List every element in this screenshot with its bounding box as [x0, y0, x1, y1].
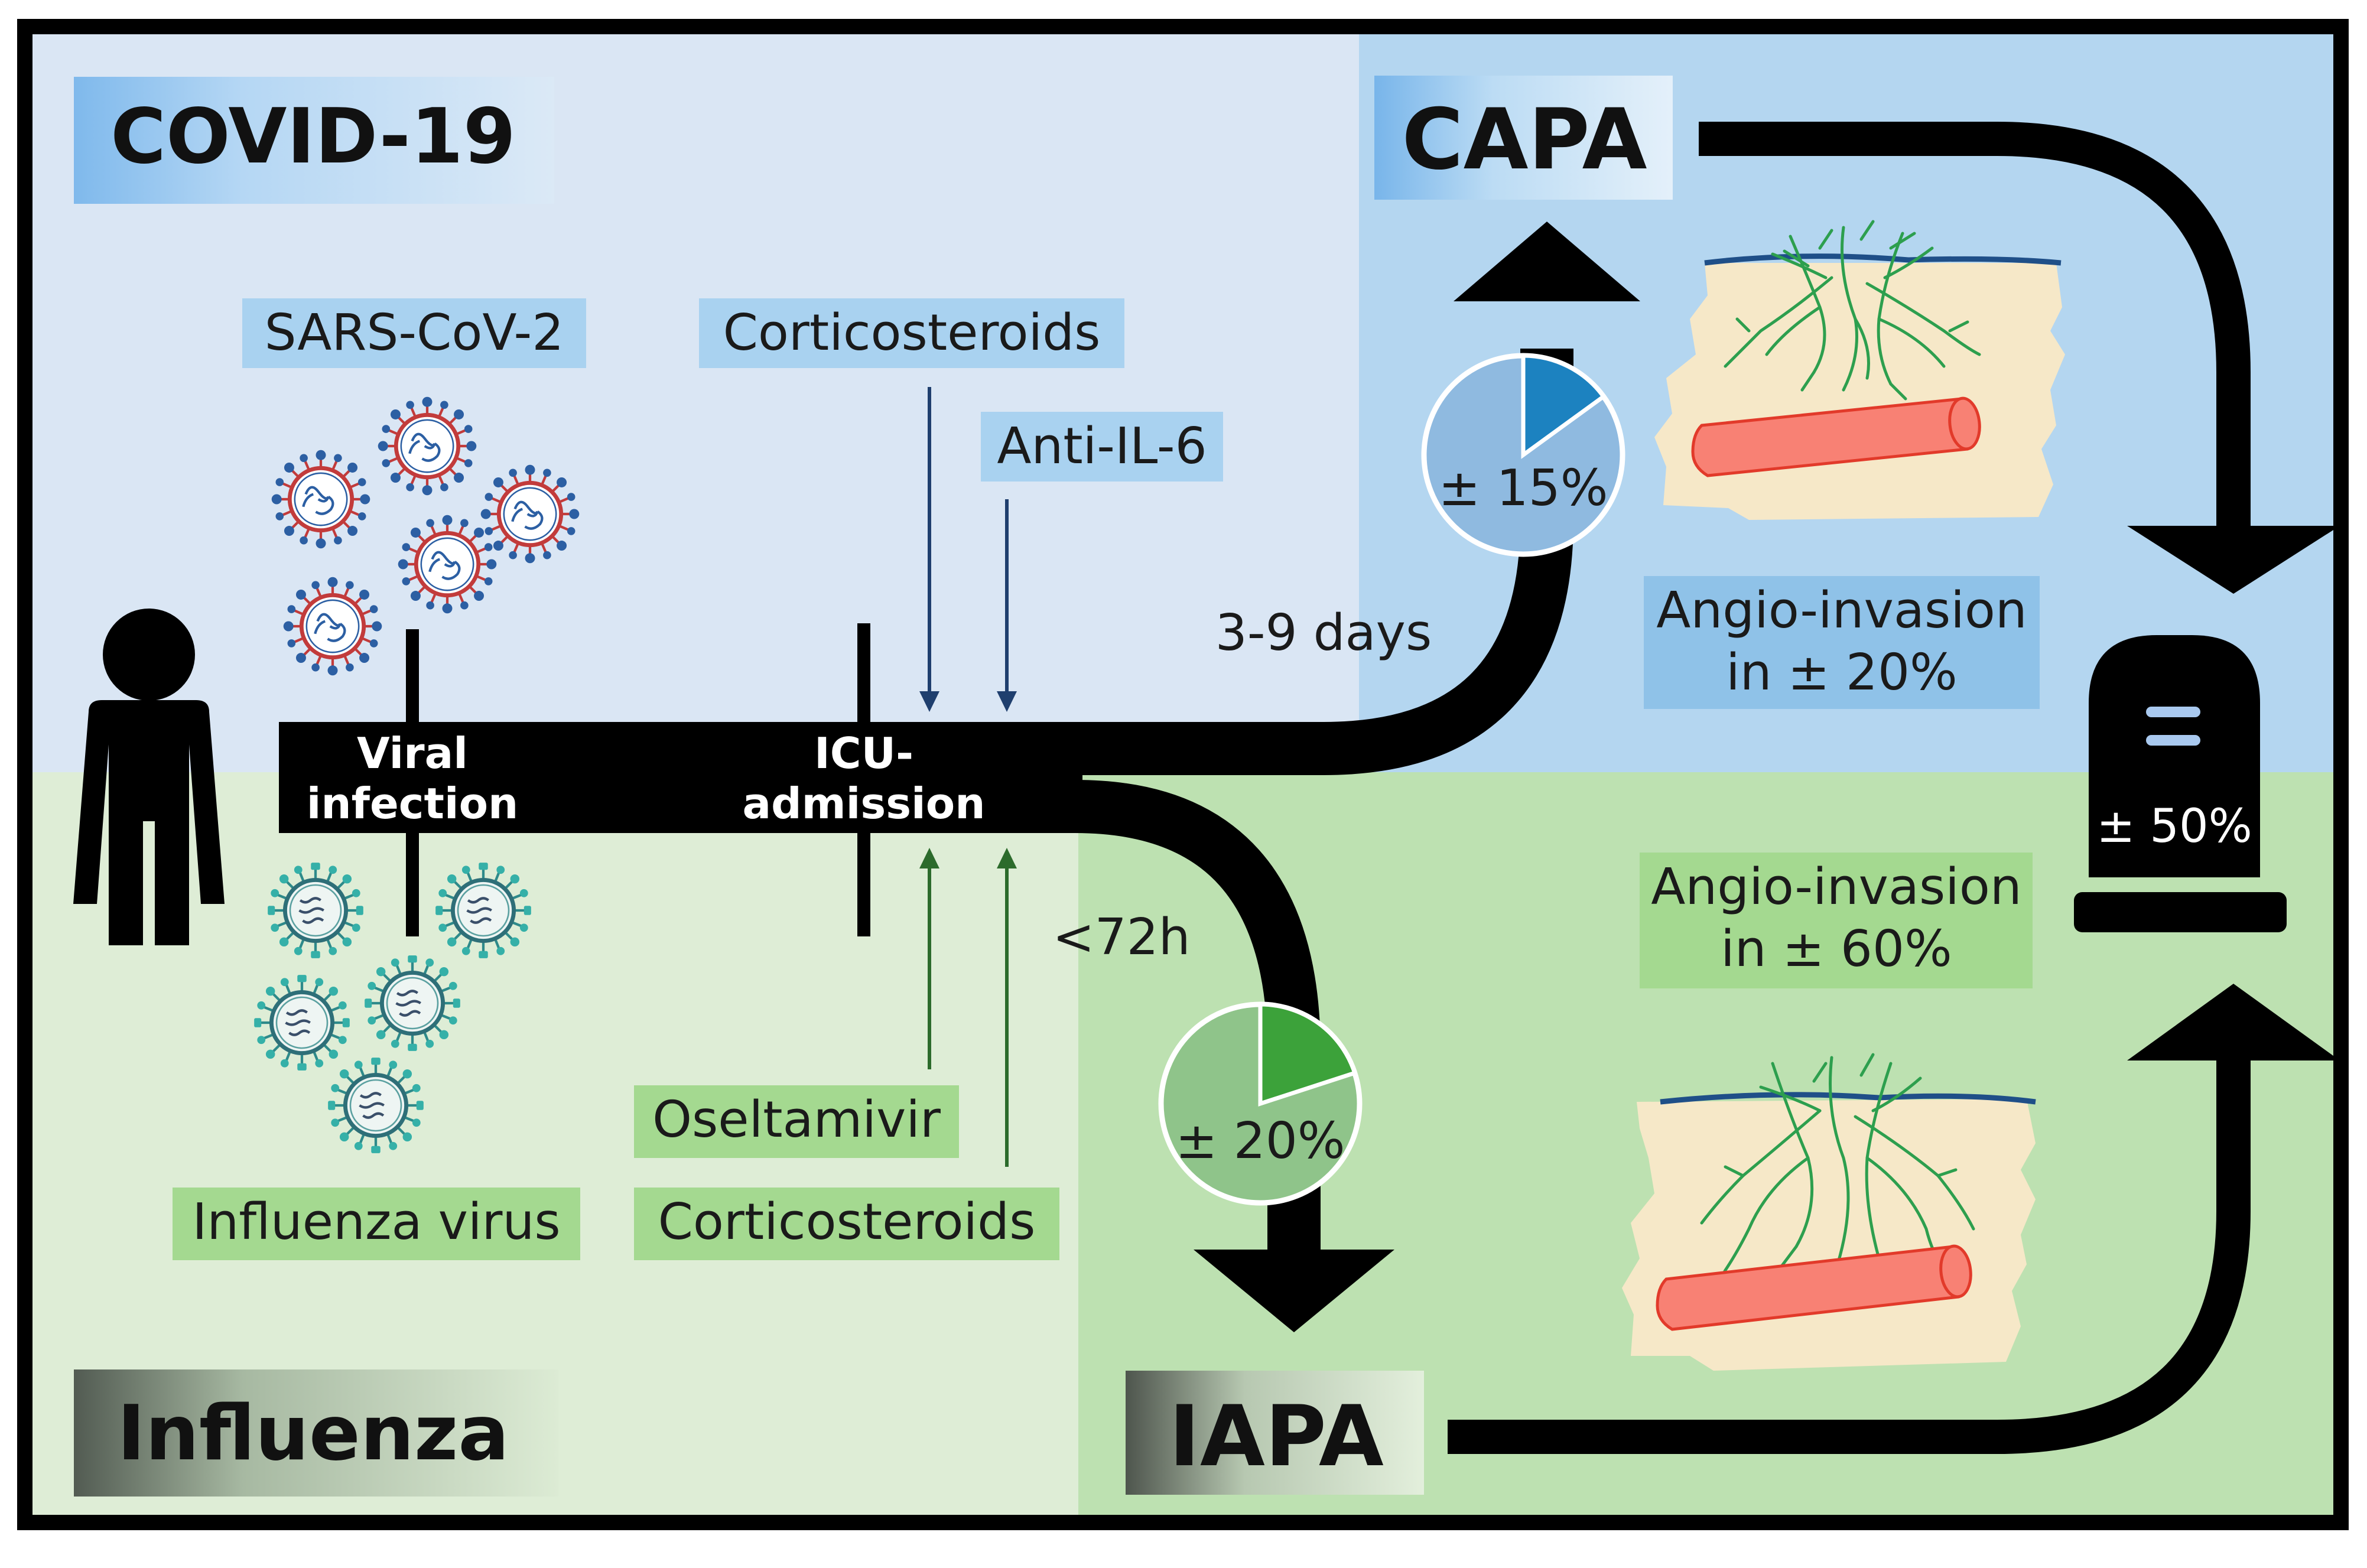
- capa-tissue-hyphae-icon: [1654, 220, 2065, 520]
- iapa-title: IAPA: [1126, 1371, 1424, 1495]
- svg-text:Angio-invasion: Angio-invasion: [1651, 858, 2022, 916]
- coronavirus-icon: [272, 450, 370, 549]
- iapa-path-arrow: [1075, 780, 1321, 1253]
- sars-cov-2-label: SARS-CoV-2: [242, 298, 586, 368]
- iapa-death-arrowhead: [2127, 984, 2340, 1060]
- corticosteroids-covid-label: Corticosteroids: [699, 298, 1124, 368]
- viral-infection-label-1: Viral: [357, 728, 468, 778]
- capa-death-arrowhead: [2127, 526, 2340, 594]
- flu-drug-arrows: [919, 848, 1017, 1167]
- capa-title: CAPA: [1374, 76, 1673, 200]
- influenza-virus-icon: [328, 1058, 424, 1153]
- influenza-title: Influenza: [74, 1369, 558, 1497]
- mortality-label: ± 50%: [2096, 800, 2252, 853]
- influenza-virus-icon: [254, 975, 350, 1071]
- influenza-virus-icon: [435, 863, 531, 958]
- iapa-blood-vessel-icon: [1656, 1244, 1972, 1331]
- coronavirus-icon: [378, 397, 477, 496]
- iapa-incidence-label: ± 20%: [1175, 1112, 1345, 1170]
- corticosteroids-flu-label: Corticosteroids: [634, 1188, 1059, 1260]
- capa-blood-vessel-icon: [1691, 396, 1981, 477]
- influenza-virus-icon: [365, 955, 460, 1051]
- influenza-virus-label: Influenza virus: [173, 1188, 580, 1260]
- iapa-pie-slice: [1258, 1002, 1358, 1107]
- figure-border: [17, 19, 2349, 1530]
- anti-il6-label: Anti-IL-6: [981, 412, 1223, 482]
- iapa-arrowhead: [1194, 1250, 1394, 1332]
- iapa-to-death-arrow: [1448, 1058, 2251, 1454]
- iapa-time-label: <72h: [1052, 908, 1190, 967]
- svg-text:in ± 60%: in ± 60%: [1721, 920, 1952, 978]
- svg-text:Influenza virus: Influenza virus: [192, 1193, 560, 1251]
- capa-to-death-arrow: [1699, 122, 2251, 532]
- tombstone-icon: [2074, 635, 2287, 932]
- svg-text:Corticosteroids: Corticosteroids: [723, 304, 1101, 362]
- svg-text:in ± 20%: in ± 20%: [1726, 643, 1958, 702]
- capa-path-arrow: [1075, 349, 1573, 775]
- svg-text:Anti-IL-6: Anti-IL-6: [997, 417, 1207, 476]
- svg-text:COVID-19: COVID-19: [110, 93, 516, 181]
- capa-pie-slice: [1521, 353, 1607, 459]
- svg-text:CAPA: CAPA: [1402, 91, 1647, 188]
- iapa-tissue-hyphae-icon: [1622, 1053, 2036, 1371]
- timeline-ticks: [406, 623, 870, 936]
- capa-angio-invasion-label: Angio-invasion in ± 20%: [1644, 576, 2040, 709]
- covid-title: COVID-19: [74, 77, 554, 204]
- svg-text:Influenza: Influenza: [117, 1390, 509, 1478]
- coronavirus-icon: [284, 577, 382, 676]
- svg-text:Oseltamivir: Oseltamivir: [652, 1091, 941, 1149]
- capa-time-label: 3-9 days: [1215, 604, 1432, 662]
- coronavirus-icon: [481, 465, 580, 564]
- svg-text:Corticosteroids: Corticosteroids: [658, 1193, 1036, 1251]
- capa-arrowhead: [1454, 222, 1640, 301]
- viral-infection-label-2: infection: [307, 779, 519, 828]
- icu-admission-label-1: ICU-: [814, 728, 913, 778]
- iapa-incidence-pie-icon: [1158, 1001, 1363, 1206]
- covid-drug-arrows: [919, 387, 1017, 712]
- person-icon: [73, 609, 225, 945]
- capa-incidence-label: ± 15%: [1438, 459, 1608, 518]
- icu-admission-label-2: admission: [743, 779, 986, 828]
- svg-text:Angio-invasion: Angio-invasion: [1656, 581, 2027, 640]
- coronavirus-icon: [398, 515, 497, 614]
- iapa-angio-invasion-label: Angio-invasion in ± 60%: [1640, 853, 2033, 988]
- svg-text:SARS-CoV-2: SARS-CoV-2: [265, 304, 564, 362]
- svg-text:IAPA: IAPA: [1169, 1388, 1384, 1485]
- influenza-virus-icon: [268, 863, 363, 958]
- oseltamivir-label: Oseltamivir: [634, 1085, 959, 1158]
- capa-incidence-pie-icon: [1421, 353, 1625, 557]
